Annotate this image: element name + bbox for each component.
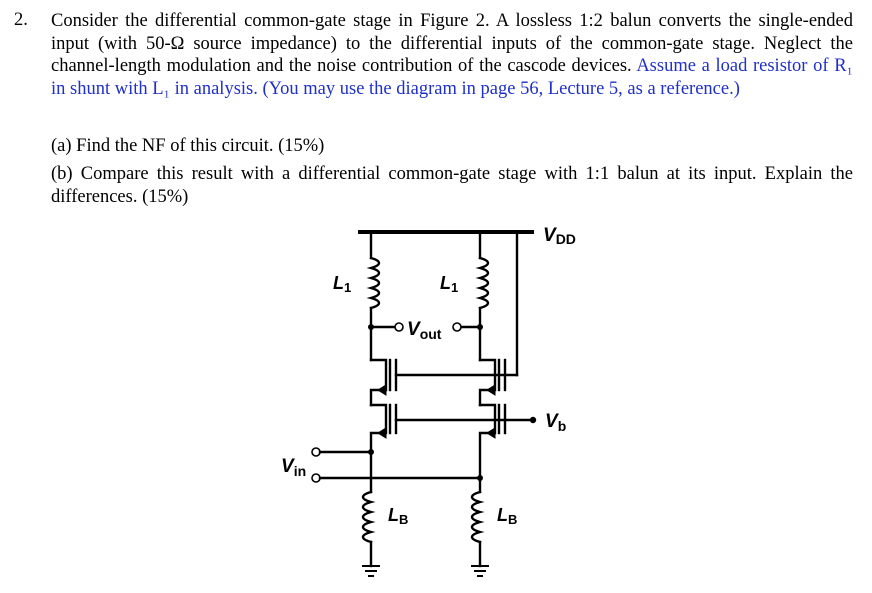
question-text-main: Consider the differential common-gate st… (51, 11, 853, 76)
label-lb-right: LB (497, 505, 517, 527)
inductor-l1-right (475, 256, 490, 310)
terminal-vout-left (394, 322, 404, 332)
node-vb (529, 416, 537, 424)
label-vin: Vin (281, 456, 306, 479)
label-l1-left: L1 (333, 273, 351, 295)
label-l1-right: L1 (440, 273, 458, 295)
ground-symbol-left (362, 565, 380, 577)
label-vdd: VDD (543, 225, 576, 247)
transistor-cg-right (478, 403, 507, 480)
label-vout: Vout (407, 319, 442, 342)
part-a: (a) Find the NF of this circuit. (15%) (51, 136, 325, 156)
inductor-lb-left (361, 490, 376, 544)
part-b: (b) Compare this result with a different… (51, 164, 853, 207)
inductor-l1-left (366, 256, 381, 310)
question-number: 2. (14, 10, 28, 30)
question-text-note: Assume a load resistor of R₁ in shunt wi… (51, 56, 853, 99)
transistor-cg-left (369, 403, 398, 454)
label-lb-left: LB (388, 505, 408, 527)
terminal-vout-right (452, 322, 462, 332)
question-text: Consider the differential common-gate st… (51, 10, 853, 100)
label-vb: Vb (545, 411, 566, 434)
inductor-lb-right (470, 490, 485, 544)
transistor-cascode-right (478, 358, 507, 407)
ground-symbol-right (471, 565, 489, 577)
transistor-cascode-left (369, 358, 398, 407)
